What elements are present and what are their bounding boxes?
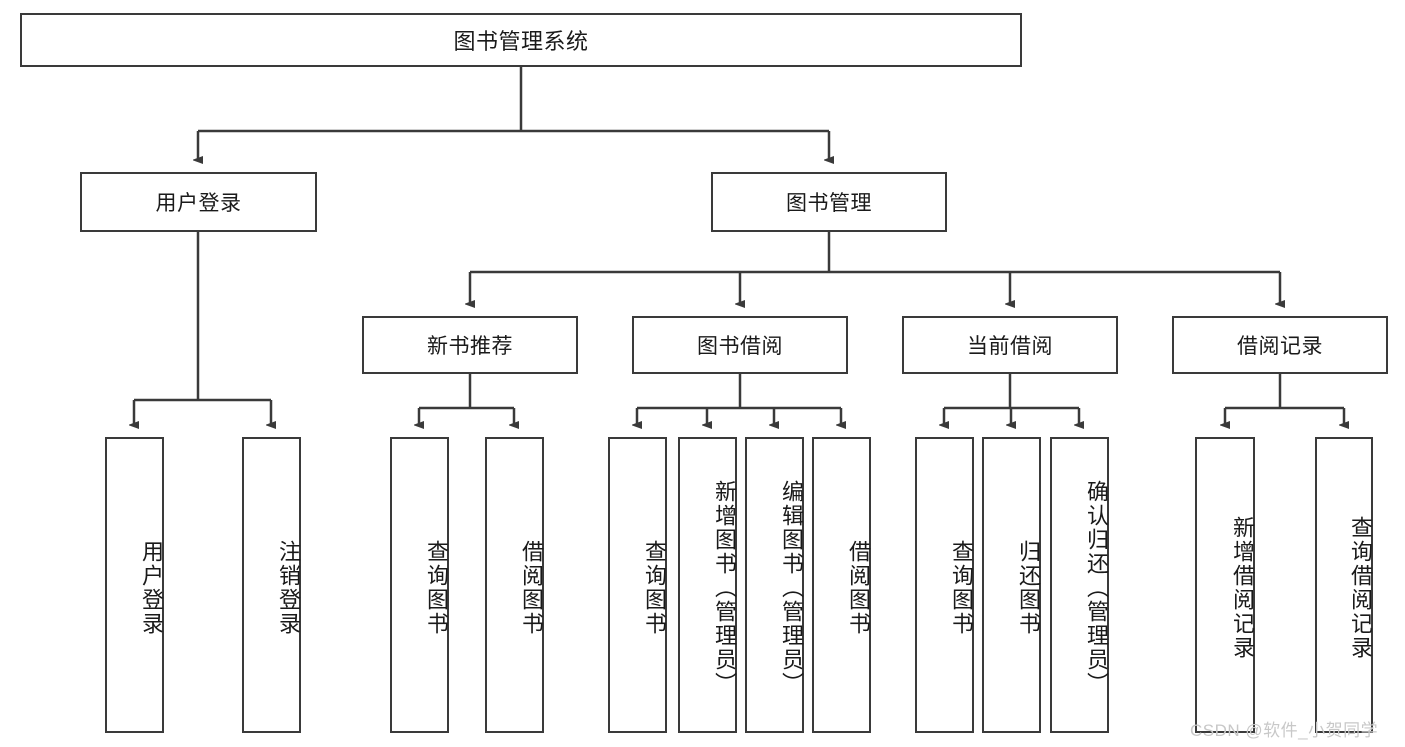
- leaf-user-logout-label: 注销登录: [276, 540, 301, 636]
- node-current-borrow: 当前借阅: [902, 316, 1118, 374]
- leaf-user-login: 用户登录: [105, 437, 164, 733]
- leaf-query-book-recommend-label: 查询图书: [424, 540, 449, 636]
- leaf-add-book-admin: 新增图书（管理员）: [678, 437, 737, 733]
- node-book-management-label: 图书管理: [786, 192, 872, 215]
- node-root: 图书管理系统: [20, 13, 1022, 67]
- node-new-book-recommend-label: 新书推荐: [427, 335, 513, 358]
- leaf-borrow-book-recommend: 借阅图书: [485, 437, 544, 733]
- leaf-confirm-return-admin-label: 确认归还（管理员）: [1084, 480, 1109, 696]
- node-book-borrow: 图书借阅: [632, 316, 848, 374]
- leaf-query-book-current: 查询图书: [915, 437, 974, 733]
- leaf-borrow-book-label: 借阅图书: [846, 540, 871, 636]
- node-borrow-record-label: 借阅记录: [1237, 335, 1323, 358]
- leaf-edit-book-admin: 编辑图书（管理员）: [745, 437, 804, 733]
- node-current-borrow-label: 当前借阅: [967, 335, 1053, 358]
- leaf-confirm-return-admin: 确认归还（管理员）: [1050, 437, 1109, 733]
- leaf-add-book-admin-label: 新增图书（管理员）: [712, 480, 737, 696]
- node-user-login: 用户登录: [80, 172, 317, 232]
- leaf-borrow-book-recommend-label: 借阅图书: [519, 540, 544, 636]
- leaf-query-book-borrow-label: 查询图书: [642, 540, 667, 636]
- leaf-query-borrow-record: 查询借阅记录: [1315, 437, 1373, 733]
- leaf-user-login-label: 用户登录: [139, 540, 164, 636]
- node-new-book-recommend: 新书推荐: [362, 316, 578, 374]
- node-user-login-label: 用户登录: [155, 192, 242, 215]
- node-book-management: 图书管理: [711, 172, 947, 232]
- leaf-user-logout: 注销登录: [242, 437, 301, 733]
- leaf-borrow-book: 借阅图书: [812, 437, 871, 733]
- node-root-label: 图书管理系统: [453, 29, 589, 54]
- leaf-add-borrow-record: 新增借阅记录: [1195, 437, 1255, 733]
- node-borrow-record: 借阅记录: [1172, 316, 1388, 374]
- leaf-edit-book-admin-label: 编辑图书（管理员）: [779, 480, 804, 696]
- leaf-query-book-borrow: 查询图书: [608, 437, 667, 733]
- node-book-borrow-label: 图书借阅: [697, 335, 783, 358]
- leaf-return-book: 归还图书: [982, 437, 1041, 733]
- leaf-query-book-current-label: 查询图书: [949, 540, 974, 636]
- leaf-return-book-label: 归还图书: [1016, 540, 1041, 636]
- leaf-query-borrow-record-label: 查询借阅记录: [1348, 516, 1373, 660]
- leaf-query-book-recommend: 查询图书: [390, 437, 449, 733]
- leaf-add-borrow-record-label: 新增借阅记录: [1230, 516, 1255, 660]
